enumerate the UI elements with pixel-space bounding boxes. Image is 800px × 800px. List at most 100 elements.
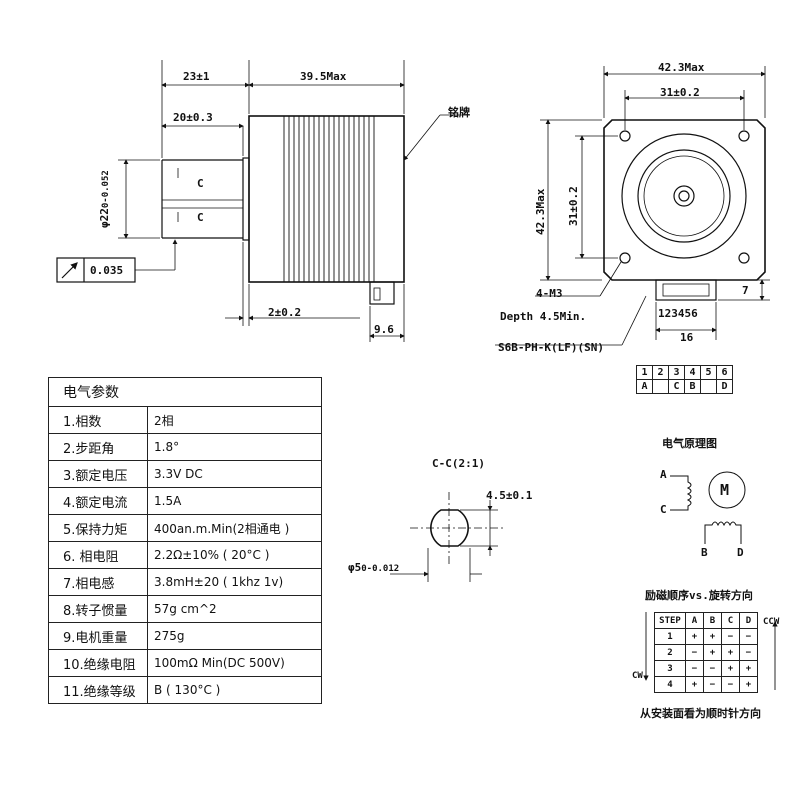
dim-boss-length: 2±0.2 — [268, 306, 302, 319]
sequence-cell: + — [721, 644, 740, 661]
sequence-cell: 4 — [654, 676, 686, 693]
sequence-cell: 3 — [654, 660, 686, 677]
section-title: C-C(2:1) — [432, 457, 485, 470]
pin-signal: C — [668, 379, 685, 394]
cw-label: CW — [632, 671, 643, 681]
terminal-label-c: C — [660, 503, 667, 516]
excitation-sequence-table: STEP A B C D 1++−− 2−++− 3−−++ 4+−−+ — [654, 612, 758, 693]
pin-signal — [652, 379, 669, 394]
pin-signal: B — [684, 379, 701, 394]
sequence-title: 励磁顺序vs.旋转方向 — [645, 589, 753, 602]
sequence-cell: − — [703, 660, 722, 677]
spec-name: 7.相电感 — [48, 568, 148, 596]
pin-signal: A — [636, 379, 653, 394]
sequence-row: 3−−++ — [654, 660, 758, 677]
front-view-dimensions — [495, 66, 770, 346]
spec-value: 275g — [147, 622, 322, 650]
side-view-outline — [161, 115, 405, 305]
sequence-cell: + — [739, 676, 758, 693]
sequence-cell: + — [685, 628, 704, 645]
sequence-cell: + — [703, 628, 722, 645]
spec-name: 2.步距角 — [48, 433, 148, 461]
pin-number-row: 1 2 3 4 5 6 — [636, 365, 733, 380]
pin-number: 5 — [700, 365, 717, 380]
dim-body-length: 39.5Max — [300, 70, 347, 83]
sequence-cell: − — [721, 628, 740, 645]
terminal-label-b: B — [701, 546, 708, 559]
dim-connector-width: 16 — [680, 331, 694, 344]
sequence-cell: − — [739, 628, 758, 645]
pin-numbers: 123456 — [658, 307, 698, 320]
holes-depth: Depth 4.5Min. — [500, 310, 587, 323]
spec-table-title: 电气参数 — [48, 377, 322, 407]
sequence-header: B — [703, 612, 722, 629]
runout-value: 0.035 — [90, 264, 124, 277]
sequence-header: STEP — [654, 612, 686, 629]
spec-name: 4.额定电流 — [48, 487, 148, 515]
holes-label: 4-M3 — [536, 287, 563, 300]
terminal-label-a: A — [660, 468, 667, 481]
sequence-header: A — [685, 612, 704, 629]
spec-value: B ( 130°C ) — [147, 676, 322, 704]
front-view-outline — [603, 119, 766, 301]
sequence-row: 4+−−+ — [654, 676, 758, 693]
dim-height: 42.3Max — [534, 188, 547, 235]
sequence-cell: + — [739, 660, 758, 677]
motor-symbol-label: M — [720, 481, 730, 499]
dim-section-flat: 4.5±0.1 — [486, 489, 533, 502]
spec-name: 8.转子惯量 — [48, 595, 148, 623]
sequence-cell: + — [703, 644, 722, 661]
sequence-row: 2−++− — [654, 644, 758, 661]
dim-connector-height: 7 — [742, 284, 749, 297]
section-dimensions — [390, 500, 498, 582]
sequence-header: C — [721, 612, 740, 629]
spec-value: 3.3V DC — [147, 460, 322, 488]
sequence-cell: − — [703, 676, 722, 693]
dim-shaft-diameter: φ220-0.052 — [98, 170, 111, 228]
dim-hole-spacing-vertical: 31±0.2 — [567, 186, 580, 226]
spec-name: 1.相数 — [48, 406, 148, 434]
pin-signal-row: A C B D — [636, 379, 733, 394]
pin-number: 4 — [684, 365, 701, 380]
pin-signal — [700, 379, 717, 394]
wiring-schematic — [670, 471, 746, 544]
dim-connector: 9.6 — [374, 323, 394, 336]
dim-hole-spacing: 31±0.2 — [660, 86, 700, 99]
dim-width: 42.3Max — [658, 61, 705, 74]
spec-name: 11.绝缘等级 — [48, 676, 148, 704]
pin-signal: D — [716, 379, 733, 394]
spec-table-header: 电气参数 — [48, 377, 322, 407]
ccw-label: CCW — [763, 617, 780, 627]
pin-number: 6 — [716, 365, 733, 380]
side-view-dimensions — [118, 60, 470, 342]
sequence-cell: + — [685, 676, 704, 693]
sequence-cell: 1 — [654, 628, 686, 645]
spec-value: 1.5A — [147, 487, 322, 515]
connector-label: S6B-PH-K(LF)(SN) — [498, 341, 604, 354]
schematic-title: 电气原理图 — [662, 437, 717, 450]
spec-value: 400an.m.Min(2相通电 ) — [147, 514, 322, 542]
spec-value: 57g cm^2 — [147, 595, 322, 623]
rotation-note: 从安装面看为顺时针方向 — [640, 707, 761, 720]
sequence-cell: + — [721, 660, 740, 677]
nameplate-label: 铭牌 — [448, 106, 470, 119]
dim-flat-length: 20±0.3 — [173, 111, 213, 124]
dim-shaft-length: 23±1 — [183, 70, 210, 83]
pin-table: 1 2 3 4 5 6 A C B D — [636, 365, 733, 394]
runout-symbol — [56, 257, 136, 283]
spec-value: 100mΩ Min(DC 500V) — [147, 649, 322, 677]
direction-arrows — [643, 612, 778, 690]
spec-value: 2.2Ω±10% ( 20°C ) — [147, 541, 322, 569]
